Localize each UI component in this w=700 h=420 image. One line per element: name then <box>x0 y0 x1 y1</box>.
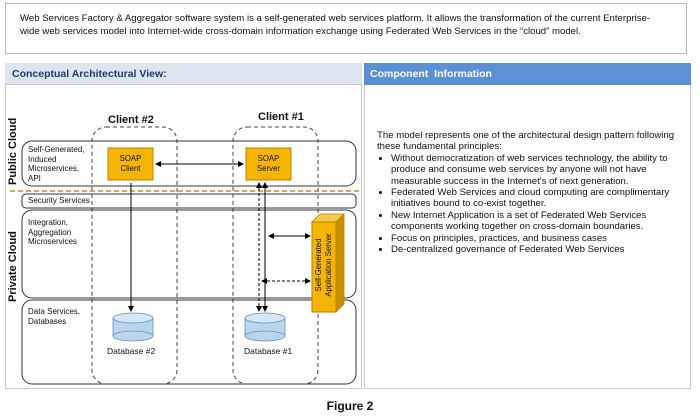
list-item: De-centralized governance of Federated W… <box>391 244 677 255</box>
database-2-label: Database #2 <box>107 346 156 356</box>
list-item: New Internet Application is a set of Fed… <box>391 210 677 233</box>
integration-label: Integration, Aggregation Microservices <box>28 218 77 246</box>
component-info-panel <box>364 63 691 389</box>
app-server-box <box>311 221 337 313</box>
component-info-title: Component Information <box>370 68 492 80</box>
principles-list: Without democratization of web services … <box>377 153 677 256</box>
list-item: Focus on principles, practices, and busi… <box>391 233 677 244</box>
soap-server-box <box>245 147 292 181</box>
data-layer <box>21 299 357 385</box>
architecture-panel-header <box>5 63 362 85</box>
security-layer <box>21 193 357 209</box>
database-2-cylinder <box>112 312 154 342</box>
list-item: Federated Web Services and cloud computi… <box>391 187 677 210</box>
soap-client-label: SOAP Client <box>119 154 142 173</box>
self-generated-layer <box>21 140 357 187</box>
component-info-text: The model represents one of the architec… <box>377 130 677 255</box>
soap-client-box <box>107 147 154 181</box>
self-generated-label: Self-Generated, Induced Microservices, A… <box>28 145 85 183</box>
client-2-title: Client #2 <box>108 114 154 126</box>
architecture-panel-title: Conceptual Architectural View: <box>12 68 167 80</box>
architecture-panel <box>5 63 362 389</box>
principles-intro: The model represents one of the architec… <box>377 130 675 153</box>
database-1-cylinder <box>244 312 286 342</box>
app-server-label: Self-Generated Application Server <box>314 233 333 297</box>
private-cloud-label: Private Cloud <box>7 231 19 302</box>
list-item: Without democratization of web services … <box>391 153 677 187</box>
intro-text-box: Web Services Factory & Aggregator softwa… <box>5 3 687 54</box>
database-1-label: Database #1 <box>244 346 293 356</box>
data-services-label: Data Services, Databases <box>28 307 81 326</box>
integration-layer <box>21 209 357 299</box>
app-server-box-side <box>335 213 345 313</box>
component-info-header <box>364 63 691 85</box>
intro-line-1: Web Services Factory & Aggregator softwa… <box>20 13 651 24</box>
intro-line-2: wide web services model into Internet-wi… <box>20 26 581 37</box>
client-1-title: Client #1 <box>258 111 304 123</box>
figure-caption: Figure 2 <box>326 399 374 413</box>
soap-server-label: SOAP Server <box>257 154 280 173</box>
public-cloud-label: Public Cloud <box>7 117 19 185</box>
security-services-label: Security Services <box>28 196 90 205</box>
